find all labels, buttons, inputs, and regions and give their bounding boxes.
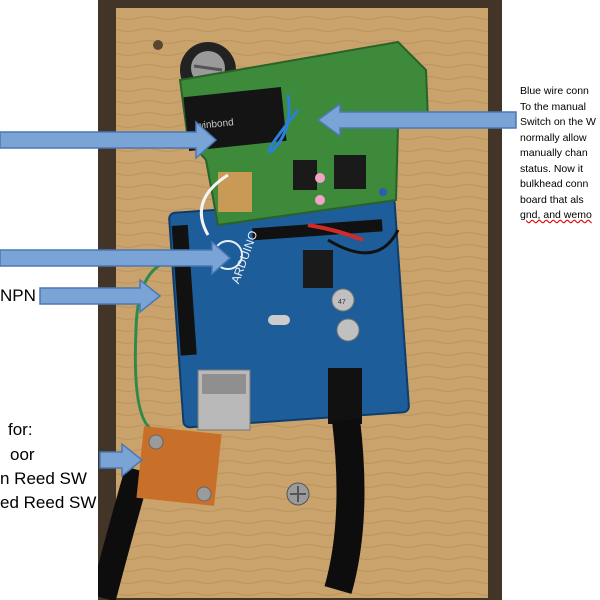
arrow-arduino-pin [0,240,232,276]
caption-line: gnd, and wemo [520,209,592,221]
capacitor-label: 47 [338,299,346,306]
white-wire [199,173,229,236]
caption-line: Switch on the W [520,116,596,128]
hardware-photo: 47 ARDUINO winbond [98,0,502,600]
caption-line: normally allow [520,131,587,144]
closed-reed-label: ed Reed SW [0,493,97,512]
blue-wire [267,94,300,153]
arrow-reed-switch [99,442,144,478]
board-hole [153,40,163,50]
photo-drawing: 47 ARDUINO winbond [98,0,502,600]
arduino-board: 47 ARDUINO [168,196,410,431]
power-jack [328,368,362,424]
caption-line: To the manual [520,100,586,113]
open-reed-label: n Reed SW [0,469,87,488]
caption-line: manually chan [520,147,588,159]
red-wire [307,223,364,242]
sensor-for-label: for: [8,420,33,439]
arrow-blue-wire [316,102,517,138]
caption-line: board that als [520,193,584,206]
door-label: oor [10,445,35,464]
power-cable [324,418,365,594]
caption-line: Blue wire conn [520,85,589,97]
arrow-flash-chip [0,120,218,160]
left-cable [98,466,151,600]
npn-label: NPN [0,286,36,305]
caption-line: bulkhead conn [520,178,589,190]
chip-brand-text: winbond [195,117,234,132]
blue-wire-caption: Blue wire conn To the manual Switch on t… [520,84,600,264]
arrow-npn [39,278,162,314]
caption-line: status. Now it [520,162,584,175]
